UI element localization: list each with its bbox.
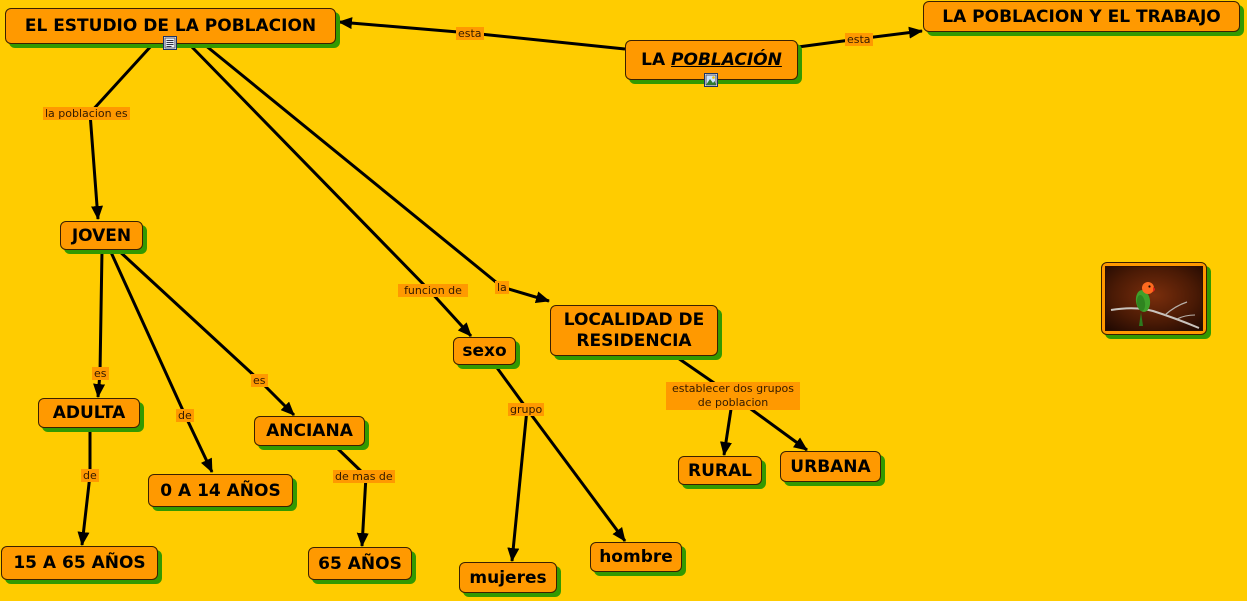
link-label-funcion-de: funcion de [398, 284, 468, 297]
concept-la-poblacion-y-el-trabajo: LA POBLACION Y EL TRABAJO [923, 1, 1240, 32]
connector-estudio-to-joven [90, 45, 152, 219]
link-label-de-mas-de: de mas de [333, 470, 395, 483]
parrot-photo [1105, 266, 1203, 331]
connector-joven-to-anciana [118, 250, 294, 415]
concept-hombre: hombre [590, 542, 682, 572]
concept-mujeres: mujeres [459, 562, 557, 593]
concept-65-anos: 65 AÑOS [308, 547, 412, 580]
connector-adulta-to-15-65 [82, 428, 90, 545]
concept-joven: JOVEN [60, 221, 143, 250]
connector-grupo-to-hombre [527, 409, 625, 541]
link-label-es-anciana: es [251, 374, 268, 387]
concept-la-poblacion-emphasis: POBLACIÓN [671, 50, 782, 70]
image-icon[interactable] [704, 73, 718, 87]
connector-estudio-to-localidad [205, 45, 549, 301]
document-icon[interactable] [163, 36, 177, 50]
concept-anciana: ANCIANA [254, 416, 365, 446]
parrot-photo-node [1101, 262, 1207, 335]
concept-adulta: ADULTA [38, 398, 140, 428]
link-label-la: la [495, 281, 509, 294]
link-label-grupo: grupo [508, 403, 544, 416]
connector-sexo-to-mujeres [495, 365, 527, 561]
concept-rural: RURAL [678, 456, 762, 485]
link-label-de-15-65: de [81, 469, 99, 482]
connector-joven-to-0-14 [110, 250, 212, 472]
concept-urbana: URBANA [780, 451, 881, 482]
concept-15-a-65-anos: 15 A 65 AÑOS [1, 546, 158, 580]
concept-sexo: sexo [453, 337, 516, 365]
link-label-esta-right: esta [845, 33, 873, 46]
link-label-de-0-14: de [176, 409, 194, 422]
concept-localidad-de-residencia: LOCALIDAD DE RESIDENCIA [550, 305, 718, 356]
link-label-es-adulta: es [92, 367, 109, 380]
link-label-la-poblacion-es: la poblacion es [43, 107, 130, 120]
link-label-establecer-dos-grupos: establecer dos grupos de poblacion [666, 382, 800, 410]
concept-la-poblacion-prefix: LA [641, 50, 665, 70]
concept-0-a-14-anos: 0 A 14 AÑOS [148, 474, 293, 507]
link-label-esta-left: esta [456, 27, 484, 40]
connector-anciana-to-65 [335, 446, 366, 546]
concept-la-poblacion-text: LA POBLACIÓN [641, 50, 782, 70]
